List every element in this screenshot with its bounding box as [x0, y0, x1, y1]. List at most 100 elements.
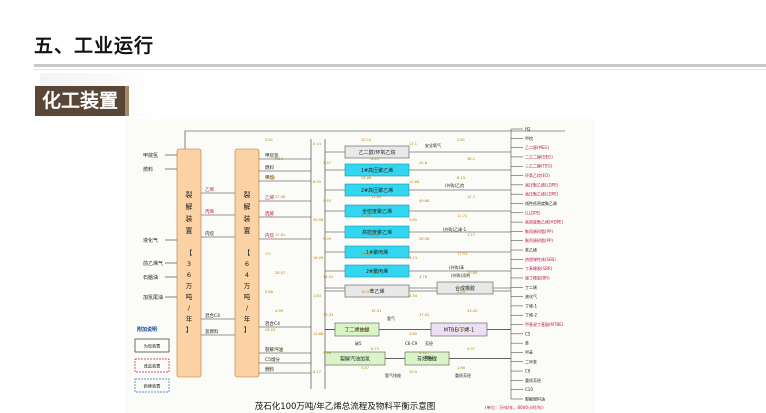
process-unit-box — [344, 245, 410, 259]
product-label: C5 — [525, 331, 531, 336]
product-label: 聚丙烯树脂(PP) — [525, 228, 553, 234]
product-label: 裂解燃料油 — [525, 396, 545, 402]
title-underline — [34, 64, 766, 67]
value-label: 26.98 — [419, 237, 430, 241]
input-label: 液化气 — [143, 237, 158, 244]
diagram-caption-unit: (单位：万吨/年，8000小时/年) — [485, 404, 544, 411]
value-label: 2.81 — [457, 138, 465, 142]
process-unit-label: 1#高压聚乙烯 — [361, 167, 393, 174]
value-label: 10.89 — [467, 271, 478, 275]
value-label: 1.37 — [323, 161, 331, 165]
value-label: 0.14 — [313, 142, 322, 146]
value-label: 4.96 — [275, 309, 284, 313]
mid-stream-label: 内烷 — [205, 230, 214, 237]
stream-label: 丙烯 — [265, 210, 274, 217]
product-label: 高压聚乙烯(LDPE) — [525, 191, 559, 197]
value-label: 11.72 — [457, 214, 467, 218]
cracker-capacity-label: 【 — [186, 249, 193, 257]
product-label: C10 — [525, 387, 533, 392]
value-label: 1.27 — [467, 233, 475, 237]
value-label: 71.96 — [361, 214, 372, 218]
process-unit-label: 乙二醇/环氧乙烷 — [359, 149, 396, 156]
value-label: 17.61 — [275, 233, 285, 237]
page-title: 五、工业运行 — [34, 35, 155, 57]
value-label: 19.9 — [409, 370, 418, 374]
process-unit-label: 合成橡胶 — [455, 285, 475, 292]
title-underline-thin — [34, 69, 766, 70]
process-unit-box — [344, 284, 410, 298]
mid-stream-label: 氢燃料 — [205, 328, 219, 335]
cracker-unit-label: 解 — [186, 202, 193, 211]
product-label: 丁二烯 — [525, 284, 537, 290]
cracker-capacity-label: 6 — [187, 271, 191, 279]
process-unit-box — [344, 145, 410, 159]
input-label: 前乙烯气 — [143, 260, 163, 267]
product-label: 顺丁橡胶(BR) — [525, 274, 550, 280]
flow-label: 重质芳烃 — [455, 372, 471, 378]
value-label: 28.03 — [265, 328, 275, 332]
legend-item-label: 改造装置 — [144, 363, 161, 370]
legend-title: 附加说明 — [137, 326, 157, 333]
cracker-unit-label: 裂 — [186, 190, 193, 199]
product-label: 丁烯-1 — [525, 302, 537, 308]
product-label: 三乙二醇(TEG) — [525, 163, 553, 169]
value-label: 36.2 — [467, 157, 475, 161]
flow-label: 安全氧气 — [425, 142, 441, 148]
stream-label: 裂解汽油 — [265, 346, 283, 353]
cracker-unit-label: 解 — [244, 202, 251, 211]
value-label: 9.65 — [323, 199, 331, 203]
product-label: 二甲苯 — [525, 358, 537, 364]
product-label: 丁烯-2 — [525, 312, 537, 318]
product-label: 甲苯 — [525, 349, 533, 355]
value-label: 12.7 — [467, 195, 475, 199]
mid-stream-label: 乙烯 — [205, 186, 214, 193]
flow-label: 燃料 — [425, 354, 433, 360]
value-label: 27.48 — [275, 195, 286, 199]
product-label: 热塑弹性体(SBS) — [525, 256, 556, 262]
value-label: 28.66 — [361, 176, 372, 180]
value-label: 8.55 — [313, 180, 321, 184]
value-label: 23.33 — [265, 176, 275, 180]
mid-stream-label: 丙烯 — [205, 208, 214, 215]
value-label: 7.0 — [265, 252, 271, 256]
product-label: C9 — [525, 369, 531, 374]
ethylene-process-flow-diagram: 甲烷氢燃料液化气前乙烯气石脑油加氢尾油裂解装置【36万吨/年】裂解装置【64万吨… — [125, 119, 595, 413]
stream-label: 甲烷氢 — [265, 152, 279, 159]
product-label: 环氧乙烷(EO) — [525, 172, 550, 178]
product-label: 聚丙烯树脂(PP) — [525, 237, 553, 243]
value-label: 6.13 — [409, 256, 417, 260]
value-label: 13.1 — [409, 142, 417, 146]
legend-swatch — [134, 358, 170, 373]
flow-label: C6-C9 — [405, 341, 418, 346]
value-label: 2.04 — [457, 290, 466, 294]
value-label: 6.13 — [457, 176, 465, 180]
value-label: 43.45 — [467, 309, 477, 313]
cracker-unit-box — [176, 148, 202, 378]
product-label: 高密度聚乙烯(HDPE) — [525, 219, 564, 225]
cracker-unit-label: 裂 — [244, 190, 251, 199]
value-label: 8.68 — [371, 233, 380, 237]
stream-label: C5馏分 — [265, 356, 281, 363]
process-unit-box — [344, 204, 410, 218]
flow-label: (外购)苯 — [449, 264, 464, 270]
cracker-capacity-label: / — [246, 304, 249, 312]
product-label: 乙二醇(MEG) — [525, 144, 550, 150]
value-label: 7.92 — [265, 214, 273, 218]
product-label: 苯乙烯 — [525, 247, 537, 253]
mid-stream-label: 混合C4 — [205, 312, 220, 319]
cracker-capacity-label: 【 — [244, 249, 251, 257]
product-label: 液化气 — [525, 293, 537, 299]
stream-label: 混合C4 — [265, 320, 280, 327]
value-label: 25.8 — [371, 271, 380, 275]
value-label: 4.97 — [467, 347, 475, 351]
value-label: 16.09 — [313, 256, 324, 260]
process-unit-label: 苯乙烯 — [369, 288, 384, 295]
product-label: 苯 — [525, 340, 529, 346]
product-label: 甲基叔丁基醚(MTBE) — [525, 321, 564, 327]
process-unit-label: MTBE/丁烯-1 — [444, 327, 475, 334]
cracker-unit-box — [234, 148, 260, 378]
stream-label: 燃料 — [265, 366, 274, 373]
stream-label: 燃料 — [265, 164, 274, 171]
flow-label: (外购)乙烷 — [445, 182, 464, 188]
value-label: 1.83 — [313, 294, 321, 298]
